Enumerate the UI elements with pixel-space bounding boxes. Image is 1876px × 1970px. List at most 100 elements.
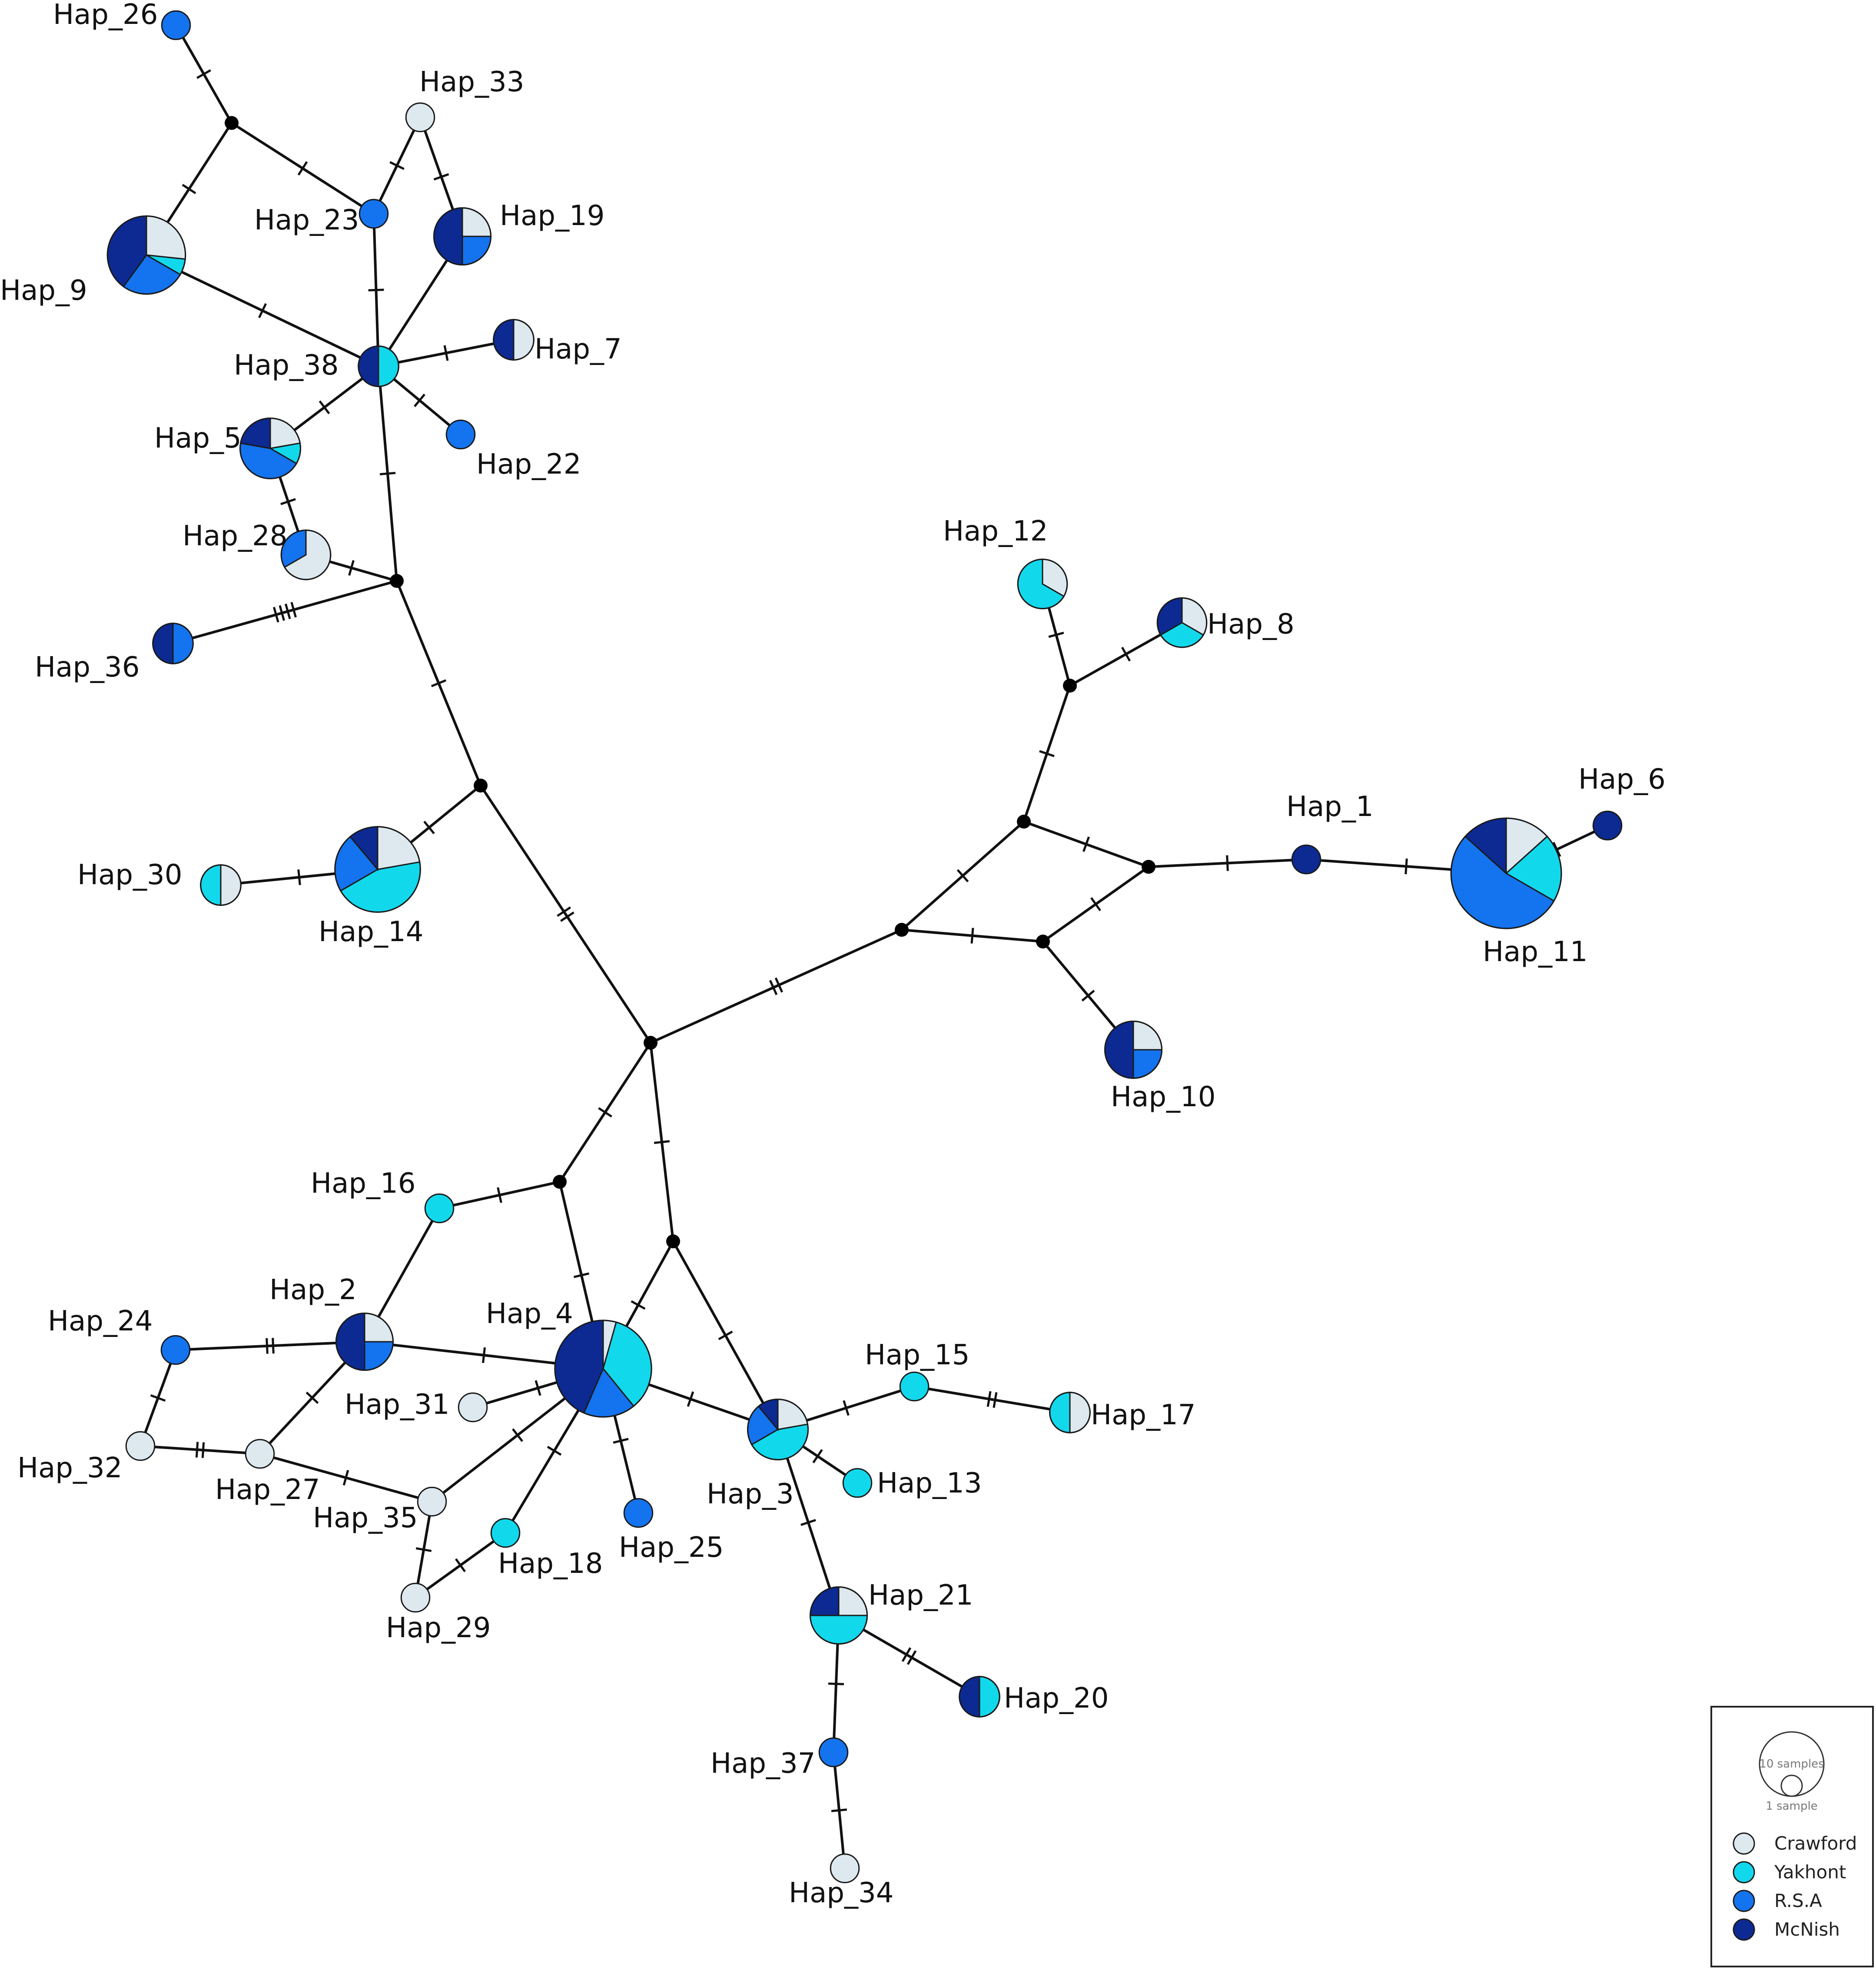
haplotype-node-Hap_12 <box>1017 558 1068 610</box>
pie-outline <box>554 1320 652 1418</box>
mutation-tick <box>573 1272 590 1278</box>
haplotype-node-Hap_20 <box>959 1676 1000 1718</box>
haplotype-label-Hap_13: Hap_13 <box>877 1467 982 1499</box>
pie-slice-R.S.A <box>172 623 194 664</box>
mutation-tick <box>613 1438 629 1444</box>
mutation-tick <box>433 173 449 181</box>
mutation-tick <box>423 820 435 835</box>
mutation-tick <box>687 1391 694 1407</box>
haplotype-node-Hap_1 <box>1291 844 1322 875</box>
haplotype-label-Hap_25: Hap_25 <box>619 1532 724 1564</box>
pie-slice-Crawford <box>458 1392 488 1423</box>
pie-slice-Crawford <box>400 1582 431 1613</box>
mutation-tick <box>547 1446 562 1456</box>
mutation-tick <box>182 184 196 194</box>
haplotype-label-Hap_19: Hap_19 <box>500 200 604 232</box>
pie-slice-R.S.A <box>161 10 191 40</box>
haplotype-node-Hap_13 <box>842 1468 873 1498</box>
haplotype-node-Hap_7 <box>493 319 535 361</box>
legend-size-label-small: 1 sample <box>1766 1800 1817 1813</box>
mutation-tick <box>273 607 279 623</box>
haplotype-node-Hap_24 <box>160 1335 191 1365</box>
pie-slice-McNish <box>433 207 463 266</box>
haplotype-node-Hap_33 <box>405 102 435 133</box>
haplotype-node-Hap_4 <box>554 1320 652 1418</box>
mutation-tick <box>319 400 330 415</box>
mutation-tick <box>497 1187 502 1203</box>
pie-slice-Crawford <box>146 215 186 260</box>
mutation-tick <box>379 471 396 476</box>
pie-slice-Crawford <box>513 319 535 361</box>
mutation-tick <box>718 1330 733 1340</box>
pie-slice-Crawford <box>220 864 242 906</box>
legend-label: R.S.A <box>1774 1890 1822 1911</box>
haplotype-label-Hap_23: Hap_23 <box>254 204 359 236</box>
haplotype-node-Hap_14 <box>334 826 421 913</box>
haplotype-node-Hap_27 <box>245 1439 275 1469</box>
legend-swatch <box>1733 1832 1755 1855</box>
haplotype-node-Hap_8 <box>1156 597 1208 648</box>
mutation-tick <box>598 1107 612 1118</box>
pie-slice-Crawford <box>830 1853 860 1884</box>
pie-slice-McNish <box>1592 810 1623 841</box>
pie-outline <box>200 864 242 906</box>
haplotype-node-Hap_18 <box>490 1518 521 1548</box>
median-vector-m6 <box>1017 815 1031 829</box>
mutation-tick <box>150 1394 166 1402</box>
legend-entry-mcnish: McNish <box>1733 1918 1840 1941</box>
haplotype-node-Hap_5 <box>239 418 301 479</box>
haplotype-node-Hap_23 <box>359 199 389 229</box>
pie-slice-Crawford <box>405 102 435 133</box>
mutation-tick <box>342 1469 349 1486</box>
haplotype-label-Hap_7: Hap_7 <box>535 333 622 365</box>
mutation-tick <box>1048 631 1064 638</box>
pie-slice-Crawford <box>1069 1392 1091 1433</box>
pie-outline <box>959 1676 1000 1718</box>
haplotype-label-Hap_6: Hap_6 <box>1578 763 1666 796</box>
haplotype-label-Hap_9: Hap_9 <box>0 275 87 307</box>
haplotype-label-Hap_4: Hap_4 <box>486 1298 573 1330</box>
edge-m4-m5 <box>650 929 903 1044</box>
median-vector-m7 <box>1036 935 1050 949</box>
median-vector-m2 <box>390 574 404 588</box>
haplotype-label-Hap_37: Hap_37 <box>711 1748 815 1780</box>
mutation-tick <box>196 69 211 79</box>
haplotype-node-Hap_9 <box>106 215 186 295</box>
haplotype-node-Hap_35 <box>417 1486 447 1517</box>
haplotype-label-Hap_15: Hap_15 <box>865 1339 970 1371</box>
haplotype-label-Hap_17: Hap_17 <box>1091 1399 1195 1431</box>
mutation-tick <box>414 394 425 407</box>
haplotype-node-Hap_15 <box>899 1371 930 1402</box>
pie-slice-Yakhont <box>424 1193 455 1224</box>
mutation-tick <box>195 1442 199 1458</box>
haplotype-label-Hap_18: Hap_18 <box>498 1548 603 1580</box>
haplotype-node-Hap_25 <box>623 1498 654 1528</box>
mutation-tick <box>258 303 267 318</box>
haplotype-label-Hap_3: Hap_3 <box>707 1478 794 1510</box>
pie-outline <box>1104 1020 1163 1079</box>
haplotype-node-Hap_30 <box>200 864 242 906</box>
pie-slice-McNish <box>335 1312 365 1371</box>
median-vector-m9 <box>1142 860 1155 874</box>
mutation-tick <box>348 560 355 576</box>
mutation-tick <box>290 602 297 618</box>
pie-slice-R.S.A <box>623 1498 654 1528</box>
mutation-tick <box>993 1392 998 1408</box>
median-vector-m1 <box>225 116 239 130</box>
haplotype-labels: Hap_1Hap_2Hap_3Hap_4Hap_5Hap_6Hap_7Hap_8… <box>0 0 1666 1909</box>
haplotype-label-Hap_10: Hap_10 <box>1111 1081 1215 1113</box>
pie-outline <box>106 215 186 295</box>
legend-entry-crawford: Crawford <box>1733 1832 1857 1855</box>
haplotype-label-Hap_27: Hap_27 <box>215 1474 320 1506</box>
haplotype-node-Hap_17 <box>1049 1392 1091 1433</box>
median-vector-m3 <box>474 779 488 793</box>
mutation-tick <box>305 1391 319 1404</box>
median-vector-m10 <box>553 1175 567 1189</box>
pie-outline <box>809 1586 868 1645</box>
legend-label: McNish <box>1774 1919 1840 1940</box>
mutation-tick <box>284 604 291 620</box>
legend-size-circle-small <box>1780 1774 1803 1797</box>
mutation-tick <box>774 977 784 993</box>
median-vector-m5 <box>895 923 909 937</box>
